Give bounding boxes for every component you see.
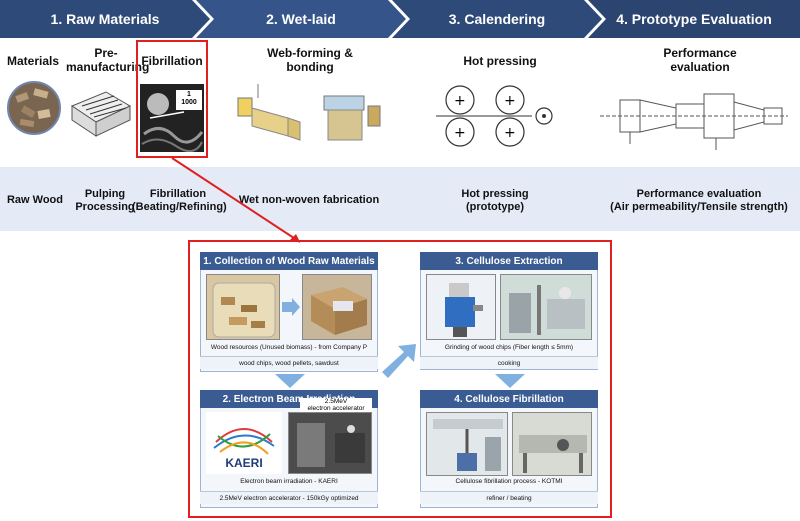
stage-label: 3. Calendering <box>448 11 546 27</box>
process-band <box>0 167 800 231</box>
panel-collection-caption-1: Wood resources (Unused biomass) - from C… <box>210 344 368 351</box>
stage-bar: 1. Raw Materials 2. Wet-laid 3. Calender… <box>0 0 800 38</box>
step-web-forming: Web-forming & bonding <box>267 46 353 74</box>
accelerator-label: 2.5MeV electron accelerator <box>300 398 372 412</box>
svg-text:+: + <box>454 93 466 109</box>
panel-cellulose-extraction-title: 3. Cellulose Extraction <box>420 252 598 270</box>
panel-cellulose-fibrillation-caption-2: refiner / beating <box>420 491 598 504</box>
refiner-photo <box>426 412 508 476</box>
pre-manufacturing-illustration <box>70 91 132 137</box>
svg-text:+: + <box>454 125 466 141</box>
stage-prototype-evaluation: 4. Prototype Evaluation <box>588 0 800 38</box>
wood-bag-photo <box>206 274 280 340</box>
stage-calendering: 3. Calendering <box>392 0 602 38</box>
stage-raw-materials: 1. Raw Materials <box>0 0 210 38</box>
stage-label: 1. Raw Materials <box>50 11 160 27</box>
fibrillation-image-label: 1 1000 <box>181 91 197 106</box>
cooking-equipment-photo <box>500 274 592 340</box>
panel-cellulose-fibrillation-title: 4. Cellulose Fibrillation <box>420 390 598 408</box>
step-performance: Performance evaluation <box>663 46 737 74</box>
panel-cellulose-extraction-caption-1: Grinding of wood chips (Fiber length ≤ 5… <box>444 344 574 351</box>
beater-photo <box>512 412 592 476</box>
panel-electron-beam-caption-1: Electron beam irradiation - KAERI <box>240 478 338 485</box>
grinder-photo <box>426 274 496 340</box>
fibrillation-highlight <box>136 40 208 158</box>
arrow-diagonal-icon <box>382 344 416 378</box>
stage-label: 4. Prototype Evaluation <box>616 11 772 27</box>
panel-cellulose-fibrillation-caption-1: Cellulose fibrillation process - KOTMI <box>455 478 563 485</box>
step-pre-manufacturing: Pre- manufacturing <box>66 46 150 74</box>
performance-apparatus-illustration <box>600 93 788 150</box>
stage-label: 2. Wet-laid <box>266 11 336 27</box>
web-forming-illustration <box>237 84 381 141</box>
svg-text:+: + <box>504 125 516 141</box>
panel-collection-caption-2: wood chips, wood pellets, sawdust <box>200 356 378 369</box>
svg-text:+: + <box>504 93 516 109</box>
band-hot-pressing: Hot pressing (prototype) <box>461 188 529 213</box>
kaeri-logo <box>206 412 282 474</box>
arrow-down-icon <box>495 374 525 388</box>
panel-collection-title: 1. Collection of Wood Raw Materials <box>200 252 378 270</box>
band-fibrillation: Fibrillation (Beating/Refining) <box>132 188 227 213</box>
arrow-right-icon <box>282 298 300 316</box>
step-materials: Materials <box>6 54 60 68</box>
wood-box-photo <box>302 274 372 340</box>
hot-pressing-illustration: + + + + <box>436 85 553 147</box>
fibrillation-micrograph <box>140 84 204 152</box>
fibrillation-detail-frame <box>188 240 612 518</box>
band-performance: Performance evaluation (Air permeability… <box>610 188 788 213</box>
band-pulping: Pulping Processing <box>75 188 135 213</box>
band-wet-nonwoven: Wet non-woven fabrication <box>238 194 380 206</box>
accelerator-photo <box>288 412 372 474</box>
kaeri-logo-text: KAERI <box>225 456 263 470</box>
panel-cellulose-extraction-caption-2: cooking <box>420 356 598 369</box>
step-hot-pressing: Hot pressing <box>463 54 537 68</box>
step-fibrillation: Fibrillation <box>141 54 203 68</box>
panel-electron-beam-caption-2: 2.5MeV electron accelerator - 150kGy opt… <box>200 491 378 504</box>
stage-wet-laid: 2. Wet-laid <box>196 0 406 38</box>
wood-chips-illustration <box>7 81 61 135</box>
band-raw-wood: Raw Wood <box>6 194 63 206</box>
arrow-down-icon <box>275 374 305 388</box>
